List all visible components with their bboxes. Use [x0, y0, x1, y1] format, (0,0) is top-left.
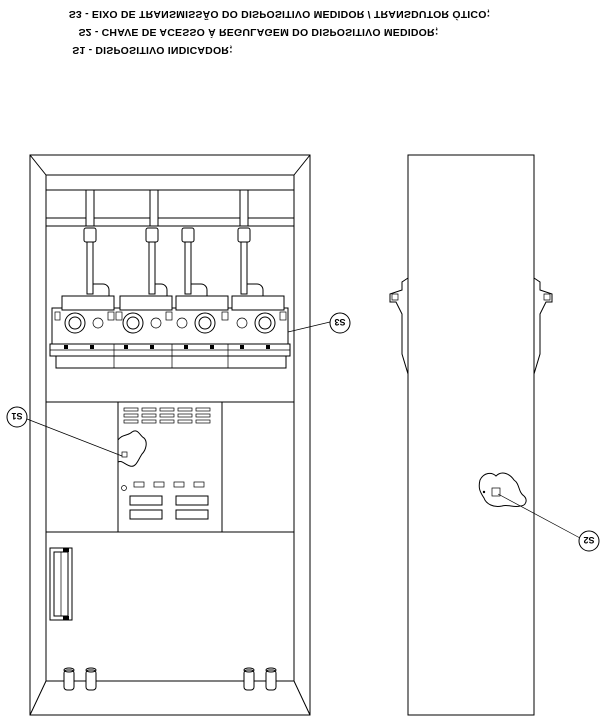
- side-view-outline: [407, 154, 535, 716]
- callout-s3: S3: [287, 312, 351, 334]
- cabinet-inner-frame: [45, 174, 295, 682]
- callout-s1-label: S1: [11, 411, 22, 421]
- callout-s1: S1: [6, 406, 123, 457]
- callout-s3-label: S3: [334, 317, 345, 327]
- s2-access-key: [491, 487, 501, 497]
- callout-s2-label: S2: [583, 535, 594, 545]
- meter-mechanisms: [49, 295, 291, 369]
- cabinet-side-view: [389, 154, 553, 716]
- side-terminal-strip: [49, 547, 73, 621]
- cabinet-front-view: [29, 154, 311, 716]
- vent-slots: [123, 407, 211, 424]
- callout-s2: S2: [497, 493, 600, 552]
- transmission-shafts: [83, 189, 264, 296]
- cabinet-outer-frame: [29, 154, 311, 716]
- cable-glands: [63, 667, 277, 691]
- indicator-panel: [117, 401, 223, 533]
